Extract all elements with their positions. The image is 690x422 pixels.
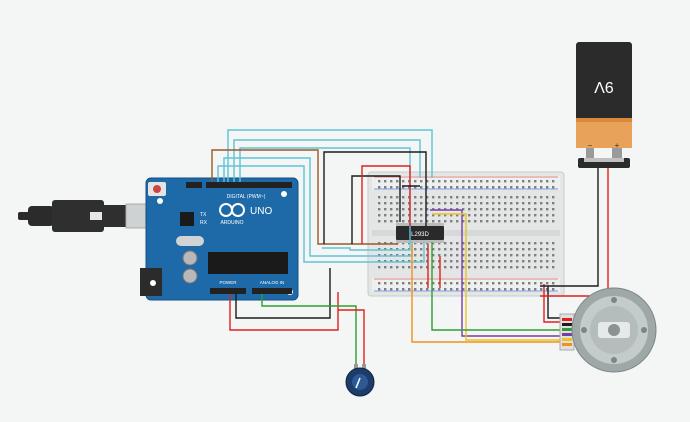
wire-black (351, 175, 401, 244)
wire-cyan (227, 129, 433, 182)
wire-green (431, 242, 560, 331)
usb-icon (90, 212, 102, 220)
battery-voltage-label: 9V (594, 78, 614, 95)
arduino-uno-board[interactable]: DIGITAL (PWM~) TX RX ARDUINO UNO POWER A… (140, 177, 299, 301)
wire-red (229, 292, 339, 331)
breadboard-holes (378, 180, 555, 291)
wire-brown (211, 149, 398, 245)
battery-minus-label: − (588, 141, 593, 150)
battery-9v[interactable]: 9V − + (576, 42, 632, 168)
wire-black (323, 151, 427, 244)
chip-label: L293D (411, 232, 429, 238)
wire-red (361, 165, 411, 244)
wire-black (235, 268, 331, 319)
model-text: UNO (250, 206, 272, 217)
knob-indicator (355, 377, 361, 389)
wire-green (261, 294, 357, 372)
wire-orange (411, 244, 560, 343)
wire-purple (430, 209, 560, 337)
tx-label: TX (200, 212, 207, 218)
wires (211, 129, 609, 372)
rx-label: RX (200, 220, 208, 226)
wire-cyan (217, 165, 425, 263)
analog-label: ANALOG IN (260, 280, 285, 285)
usb-cable[interactable] (18, 200, 167, 232)
analog-header (252, 288, 292, 294)
power-label: POWER (219, 280, 237, 285)
atmega-chip (208, 252, 288, 274)
wire-yellow (432, 213, 560, 341)
wire-cyan (233, 139, 421, 182)
wire-red (338, 309, 365, 368)
crystal (176, 236, 204, 246)
digital-label: DIGITAL (PWM~) (227, 194, 266, 200)
wire-cyan (239, 147, 411, 251)
digital-header (206, 182, 292, 188)
wire-black (540, 168, 599, 287)
battery-plus-label: + (615, 141, 620, 150)
l293d-chip[interactable]: L293D (396, 223, 444, 243)
dc-motor[interactable] (559, 287, 657, 373)
brand-text: ARDUINO (220, 220, 243, 226)
potentiometer[interactable] (345, 364, 375, 397)
power-header (210, 288, 246, 294)
arduino-logo-icon (219, 203, 245, 217)
